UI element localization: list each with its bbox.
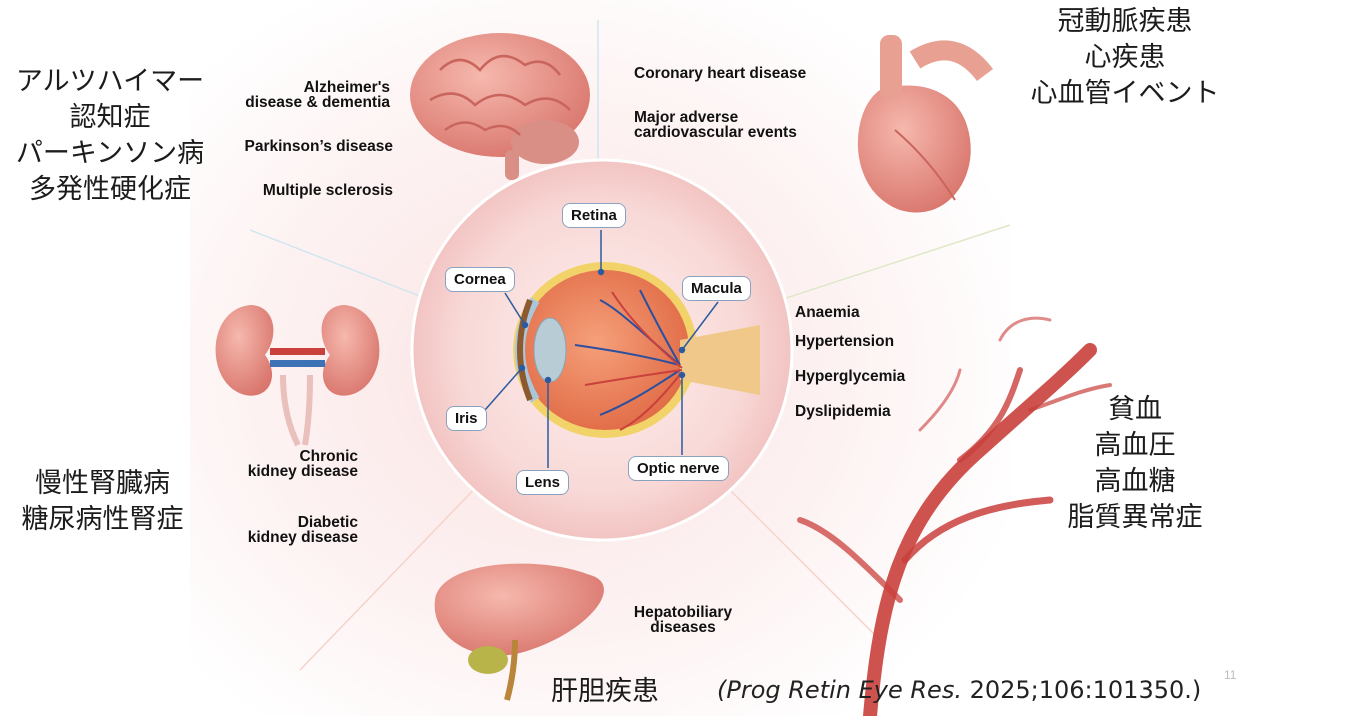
eye-label-retina: Retina <box>562 203 626 228</box>
citation: (Prog Retin Eye Res. 2025;106:101350.) <box>717 676 1201 704</box>
label-dyslipidemia: Dyslipidemia <box>795 404 891 419</box>
jp-neuro-group: アルツハイマー 認知症 パーキンソン病 多発性硬化症 <box>10 64 210 208</box>
eye-label-iris: Iris <box>446 406 487 431</box>
label-coronary: Coronary heart disease <box>634 66 806 81</box>
label-hyperglycemia: Hyperglycemia <box>795 369 905 384</box>
page-number: 11 <box>1224 668 1236 682</box>
label-hypertension: Hypertension <box>795 334 894 349</box>
jp-hepatic-label: 肝胆疾患 <box>540 674 670 710</box>
jp-cardiac-group: 冠動脈疾患 心疾患 心血管イベント <box>1010 4 1240 112</box>
jp-vascular-group: 貧血 高血圧 高血糖 脂質異常症 <box>1060 392 1210 536</box>
label-multiple-sclerosis: Multiple sclerosis <box>200 183 393 198</box>
eye-label-lens: Lens <box>516 470 569 495</box>
label-anaemia: Anaemia <box>795 305 860 320</box>
eye-label-optic-nerve: Optic nerve <box>628 456 729 481</box>
jp-renal-group: 慢性腎臓病 糖尿病性腎症 <box>0 466 205 538</box>
eye-label-cornea: Cornea <box>445 267 515 292</box>
eye-label-macula: Macula <box>682 276 751 301</box>
label-parkinson: Parkinson’s disease <box>190 139 393 154</box>
